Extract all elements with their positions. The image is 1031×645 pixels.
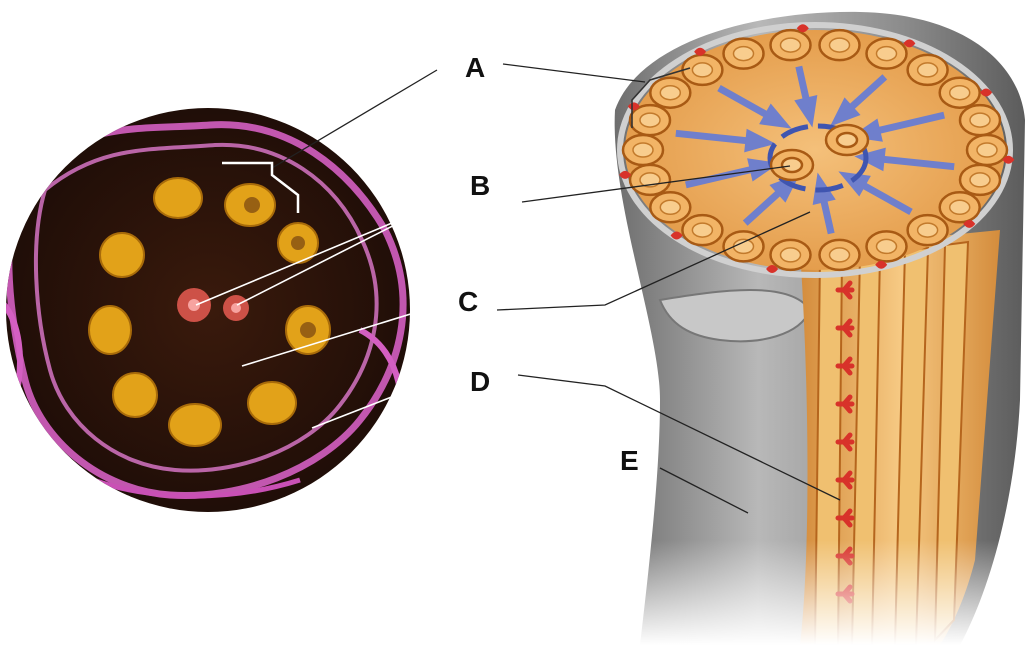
outer-doublet-lumen: [950, 86, 970, 100]
label-e: E: [620, 447, 639, 475]
micrograph-doublet: [89, 306, 131, 354]
micrograph-cross-section: [0, 100, 420, 520]
outer-doublet-lumen: [918, 223, 938, 237]
outer-doublet-lumen: [830, 38, 850, 52]
micrograph-central-tubule-lumen: [188, 299, 200, 311]
outer-doublet-lumen: [781, 248, 801, 262]
label-d: D: [470, 368, 490, 396]
label-a: A: [465, 54, 485, 82]
outer-doublet-lumen: [633, 143, 653, 157]
micrograph-doublet: [113, 373, 157, 417]
outer-doublet-lumen: [692, 63, 712, 77]
outer-doublet-lumen: [970, 173, 990, 187]
outer-doublet-lumen: [640, 113, 660, 127]
leader-line-a-left: [272, 70, 437, 168]
micrograph-doublet: [169, 404, 221, 446]
outer-doublet-lumen: [977, 143, 997, 157]
leader-line-a-right: [503, 64, 645, 82]
outer-doublet-lumen: [692, 223, 712, 237]
central-tubule-lumen: [782, 158, 802, 172]
micrograph-doublet: [154, 178, 202, 218]
label-c: C: [458, 288, 478, 316]
micrograph-doublet-lumen: [291, 236, 305, 250]
axoneme-illustration: [600, 12, 1031, 645]
outer-doublet-lumen: [950, 200, 970, 214]
outer-doublet-lumen: [970, 113, 990, 127]
micrograph-doublet: [100, 233, 144, 277]
central-tubule-lumen: [837, 133, 857, 147]
outer-doublet-lumen: [877, 47, 897, 61]
outer-doublet-lumen: [877, 239, 897, 253]
outer-doublet-lumen: [918, 63, 938, 77]
micrograph-doublet-lumen: [244, 197, 260, 213]
outer-doublet-lumen: [734, 47, 754, 61]
micrograph-doublet-lumen: [300, 322, 316, 338]
bottom-fade: [600, 540, 1031, 645]
outer-doublet-lumen: [660, 86, 680, 100]
outer-doublet-lumen: [660, 200, 680, 214]
micrograph-doublet: [248, 382, 296, 424]
outer-doublet-lumen: [781, 38, 801, 52]
outer-doublet-lumen: [830, 248, 850, 262]
label-b: B: [470, 172, 490, 200]
